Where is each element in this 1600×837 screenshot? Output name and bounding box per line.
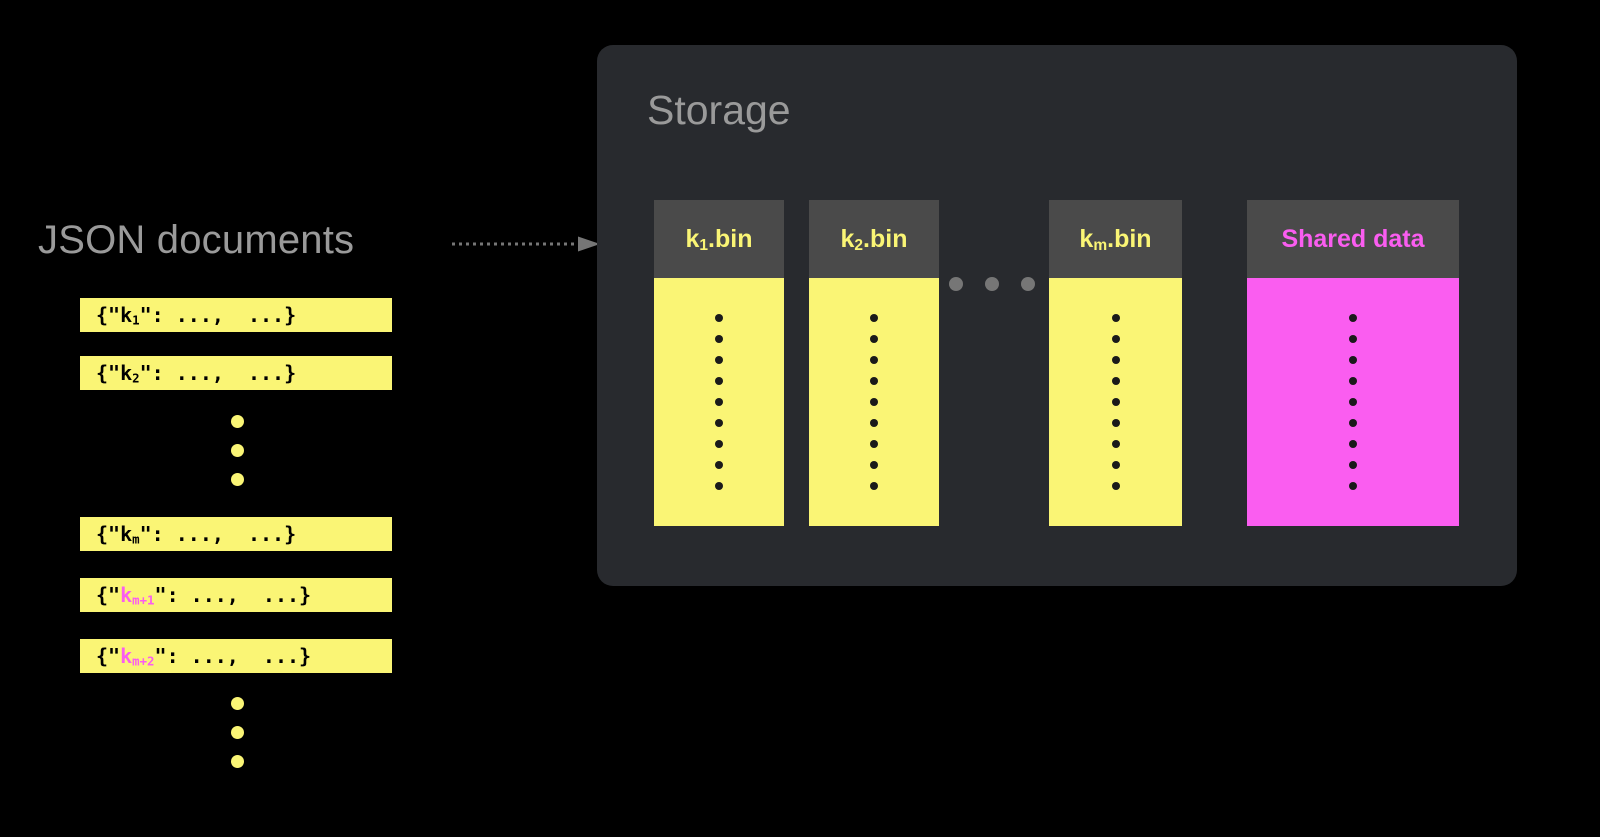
doc-prefix: {" — [96, 644, 121, 668]
storage-column-label: km.bin — [1079, 224, 1152, 254]
record-dot — [870, 482, 878, 490]
doc-key: km — [120, 522, 140, 547]
doc-suffix: ": ..., ...} — [154, 644, 312, 668]
storage-column-body — [654, 278, 784, 526]
json-document-box-km2: {"km+2": ..., ...} — [80, 639, 392, 673]
record-dot — [715, 356, 723, 364]
storage-column-label: k1.bin — [685, 224, 753, 254]
record-dot — [1111, 377, 1120, 385]
record-dot — [715, 461, 723, 469]
record-dot — [1111, 398, 1120, 406]
record-dot — [1111, 440, 1120, 448]
doc-suffix: ": ..., ...} — [139, 522, 297, 546]
storage-panel: Storage k1.bin k2.bin — [597, 45, 1517, 586]
ellipsis-dot — [230, 473, 244, 486]
doc-key: k2 — [120, 361, 140, 386]
doc-suffix: ": ..., ...} — [154, 583, 312, 607]
doc-prefix: {" — [96, 361, 121, 385]
storage-column-body — [1049, 278, 1182, 526]
record-dot — [1349, 419, 1357, 427]
record-dot — [870, 461, 878, 469]
ellipsis-dot — [985, 277, 999, 291]
record-dot — [1111, 314, 1120, 322]
doc-prefix: {" — [96, 303, 121, 327]
storage-column-k2-bin[interactable]: k2.bin — [809, 200, 939, 526]
storage-column-label: Shared data — [1281, 224, 1425, 253]
storage-column-header: Shared data — [1247, 200, 1459, 278]
record-dot — [715, 398, 723, 406]
ellipsis-dot — [230, 444, 244, 457]
storage-column-km-bin[interactable]: km.bin — [1049, 200, 1182, 526]
ellipsis-dot — [949, 277, 963, 291]
json-documents-ellipsis-upper — [228, 415, 246, 486]
storage-column-label: k2.bin — [840, 224, 908, 254]
json-document-code: {"k1": ..., ...} — [96, 303, 297, 328]
record-dot — [870, 335, 878, 343]
record-dot — [715, 377, 723, 385]
record-dot — [1349, 335, 1357, 343]
record-dot — [1111, 356, 1120, 364]
record-dot — [715, 419, 723, 427]
record-dot — [1349, 377, 1357, 385]
storage-column-header: km.bin — [1049, 200, 1182, 278]
record-dot — [870, 356, 878, 364]
record-dot — [715, 482, 723, 490]
doc-prefix: {" — [96, 583, 121, 607]
flow-arrow-icon — [452, 236, 600, 252]
json-document-code: {"km+2": ..., ...} — [96, 644, 312, 669]
record-dot — [1349, 314, 1357, 322]
record-dot — [1349, 398, 1357, 406]
storage-column-k1-bin[interactable]: k1.bin — [654, 200, 784, 526]
record-dot — [715, 314, 723, 322]
doc-key-highlighted: km+2 — [120, 644, 155, 669]
storage-column-body — [1247, 278, 1459, 526]
record-dot — [1111, 482, 1120, 490]
record-dot — [1349, 482, 1357, 490]
record-dot — [1349, 356, 1357, 364]
doc-suffix: ": ..., ...} — [139, 303, 297, 327]
json-document-box-k1: {"k1": ..., ...} — [80, 298, 392, 332]
record-dot — [1111, 335, 1120, 343]
ellipsis-dot — [230, 726, 244, 739]
ellipsis-dot — [1021, 277, 1035, 291]
ellipsis-dot — [230, 415, 244, 428]
storage-title: Storage — [647, 87, 791, 133]
json-document-code: {"km+1": ..., ...} — [96, 583, 312, 608]
json-document-box-km1: {"km+1": ..., ...} — [80, 578, 392, 612]
json-document-box-k2: {"k2": ..., ...} — [80, 356, 392, 390]
doc-key: k1 — [120, 303, 140, 328]
ellipsis-dot — [230, 697, 244, 710]
storage-columns-ellipsis — [949, 277, 1035, 291]
arrow-head — [578, 236, 600, 252]
record-dot — [870, 377, 878, 385]
storage-column-header: k2.bin — [809, 200, 939, 278]
json-documents-title: JSON documents — [38, 218, 355, 262]
record-dot — [870, 419, 878, 427]
json-document-code: {"km": ..., ...} — [96, 522, 297, 547]
doc-prefix: {" — [96, 522, 121, 546]
json-documents-ellipsis-lower — [228, 697, 246, 768]
storage-column-body — [809, 278, 939, 526]
storage-column-header: k1.bin — [654, 200, 784, 278]
record-dot — [870, 314, 878, 322]
doc-key-highlighted: km+1 — [120, 583, 155, 608]
record-dot — [1349, 461, 1357, 469]
json-document-code: {"k2": ..., ...} — [96, 361, 297, 386]
record-dot — [1111, 461, 1120, 469]
record-dot — [870, 398, 878, 406]
doc-suffix: ": ..., ...} — [139, 361, 297, 385]
record-dot — [1111, 419, 1120, 427]
json-document-box-km: {"km": ..., ...} — [80, 517, 392, 551]
record-dot — [715, 440, 723, 448]
json-documents-section: JSON documents {"k1": ..., ...} {"k2": .… — [0, 0, 560, 837]
record-dot — [715, 335, 723, 343]
ellipsis-dot — [230, 755, 244, 768]
record-dot — [870, 440, 878, 448]
storage-column-shared-data[interactable]: Shared data — [1247, 200, 1459, 526]
record-dot — [1349, 440, 1357, 448]
